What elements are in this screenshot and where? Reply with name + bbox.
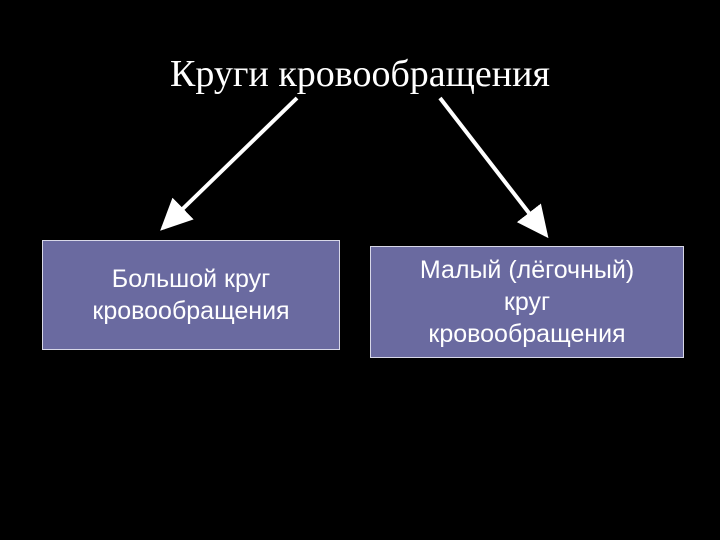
- slide-title: Круги кровообращения: [170, 53, 550, 95]
- systemic-circulation-label: Большой круг кровообращения: [92, 265, 290, 325]
- pulmonary-circulation-box: Малый (лёгочный) круг кровообращения: [370, 246, 684, 358]
- arrow-to-right-box: [438, 96, 549, 239]
- arrow-to-left-box: [160, 96, 299, 231]
- pulmonary-circulation-label: Малый (лёгочный) круг кровообращения: [419, 256, 635, 348]
- systemic-circulation-box: Большой круг кровообращения: [42, 240, 340, 350]
